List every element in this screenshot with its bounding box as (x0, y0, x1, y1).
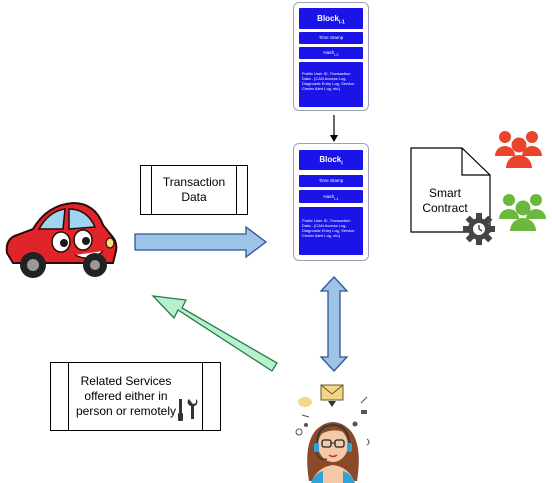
services-box-text: Related Services offered either in perso… (71, 363, 200, 430)
smart-contract-label: Smart Contract (412, 186, 478, 216)
smart-contract-line2: Contract (422, 201, 468, 215)
block-current-title-text: Block (319, 155, 342, 164)
block-previous-title: Blocki-1 (299, 8, 363, 29)
block-previous: Blocki-1 Time Stamp Hashi-2 Public User … (293, 2, 369, 111)
block-current-timestamp: Time Stamp (299, 175, 363, 187)
services-line3: person or remotely (75, 404, 177, 418)
smart-contract-document (410, 147, 495, 245)
block-current-hash-text: Hash (323, 194, 335, 199)
block-current-hash-sub: i-1 (334, 195, 339, 201)
transaction-box-left-bar (141, 166, 152, 214)
transaction-line2: Data (181, 190, 207, 204)
transaction-box-right-bar (236, 166, 247, 214)
block-previous-data: Public User ID, Transaction Data - {CAN … (299, 62, 363, 107)
block-current-title-sub: i (341, 160, 343, 167)
transaction-box-text: Transaction Data (153, 166, 235, 214)
block-previous-hash-text: Hash (323, 50, 335, 55)
services-line2: offered either in (84, 389, 168, 403)
block-previous-timestamp: Time Stamp (299, 32, 363, 44)
transaction-line1: Transaction (162, 175, 226, 189)
chain-arrowhead (330, 135, 338, 142)
services-line1: Related Services (80, 374, 172, 388)
support-agent-icon (295, 384, 370, 483)
car-to-block-arrow (134, 225, 268, 259)
block-current-hash: Hashi-1 (299, 190, 363, 203)
services-box-left-bar (51, 363, 69, 430)
users-icon-green (499, 194, 546, 231)
block-current-title: Blocki (299, 150, 363, 170)
block-previous-hash-sub: i-2 (334, 51, 339, 57)
gear-icon (463, 213, 495, 245)
chat-icon (298, 397, 312, 407)
car-icon (5, 201, 118, 278)
smart-contract-line1: Smart (428, 186, 461, 200)
transaction-data-box: Transaction Data (140, 165, 248, 215)
block-previous-title-text: Block (317, 14, 339, 23)
block-current: Blocki Time Stamp Hashi-1 Public User ID… (293, 143, 369, 261)
users-icon-red (495, 131, 542, 168)
agent-to-car-arrow (151, 295, 278, 372)
mail-icon (320, 384, 344, 401)
tools-icon (178, 399, 198, 421)
block-current-data: Public User ID, Transaction Data - {CAN … (299, 207, 363, 255)
block-agent-double-arrow (319, 276, 349, 372)
services-box-right-bar (202, 363, 220, 430)
block-previous-title-sub: i-1 (338, 19, 345, 26)
related-services-box: Related Services offered either in perso… (50, 362, 221, 431)
block-previous-hash: Hashi-2 (299, 47, 363, 59)
